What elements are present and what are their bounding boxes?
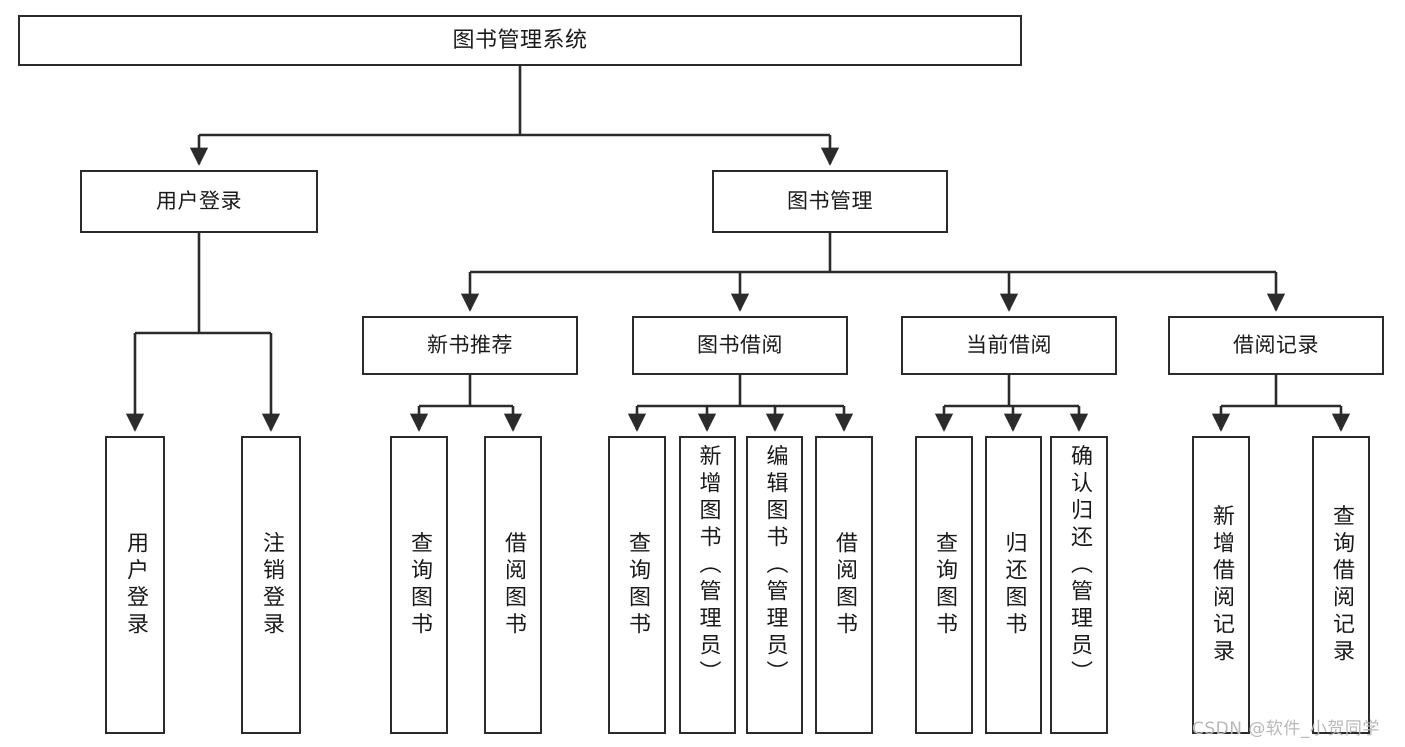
node-label: 图书借阅 [697,333,783,358]
node-label: 查询图书 [407,531,432,639]
leaf-borrow-record-add[interactable]: 新增借阅记录 [1192,436,1250,734]
node-new-book-recommend[interactable]: 新书推荐 [362,316,578,375]
node-label: 归还图书 [1001,531,1027,639]
leaf-current-borrow-confirm-admin[interactable]: 确认归还（管理员） [1050,436,1108,734]
leaf-book-borrow-query[interactable]: 查询图书 [608,436,666,734]
leaf-book-borrow-borrow[interactable]: 借阅图书 [815,436,873,734]
node-label: 查询图书 [932,531,957,639]
node-label: 新书推荐 [427,333,513,358]
node-root-library-system[interactable]: 图书管理系统 [18,15,1022,66]
node-label: 借阅记录 [1233,333,1319,358]
node-label: 新增图书（管理员） [695,444,721,687]
node-label: 注销登录 [259,531,284,639]
node-label: 图书管理 [787,189,873,214]
node-user-login[interactable]: 用户登录 [80,170,318,233]
leaf-user-login-signout[interactable]: 注销登录 [241,436,301,734]
node-label: 查询借阅记录 [1329,504,1354,666]
node-borrow-record[interactable]: 借阅记录 [1168,316,1384,375]
node-label: 确认归还（管理员） [1067,444,1092,687]
leaf-new-book-borrow[interactable]: 借阅图书 [484,436,542,734]
leaf-current-borrow-return[interactable]: 归还图书 [985,436,1042,734]
node-label: 新增借阅记录 [1209,504,1234,666]
node-label: 用户登录 [123,531,148,639]
watermark-text: CSDN @软件_小贺同学 [1192,719,1380,739]
node-label: 用户登录 [156,189,242,214]
leaf-user-login-signin[interactable]: 用户登录 [105,436,165,734]
node-label: 借阅图书 [832,531,857,639]
leaf-new-book-query[interactable]: 查询图书 [390,436,448,734]
leaf-book-borrow-add-admin[interactable]: 新增图书（管理员） [679,436,736,734]
node-label: 编辑图书（管理员） [762,444,788,687]
node-label: 当前借阅 [966,333,1052,358]
node-book-borrow[interactable]: 图书借阅 [632,316,848,375]
node-current-borrow[interactable]: 当前借阅 [901,316,1117,375]
leaf-book-borrow-edit-admin[interactable]: 编辑图书（管理员） [746,436,803,734]
node-label: 查询图书 [625,531,650,639]
node-label: 借阅图书 [501,531,526,639]
leaf-current-borrow-query[interactable]: 查询图书 [915,436,973,734]
node-label: 图书管理系统 [452,27,588,53]
node-book-management[interactable]: 图书管理 [712,170,948,233]
leaf-borrow-record-query[interactable]: 查询借阅记录 [1312,436,1370,734]
